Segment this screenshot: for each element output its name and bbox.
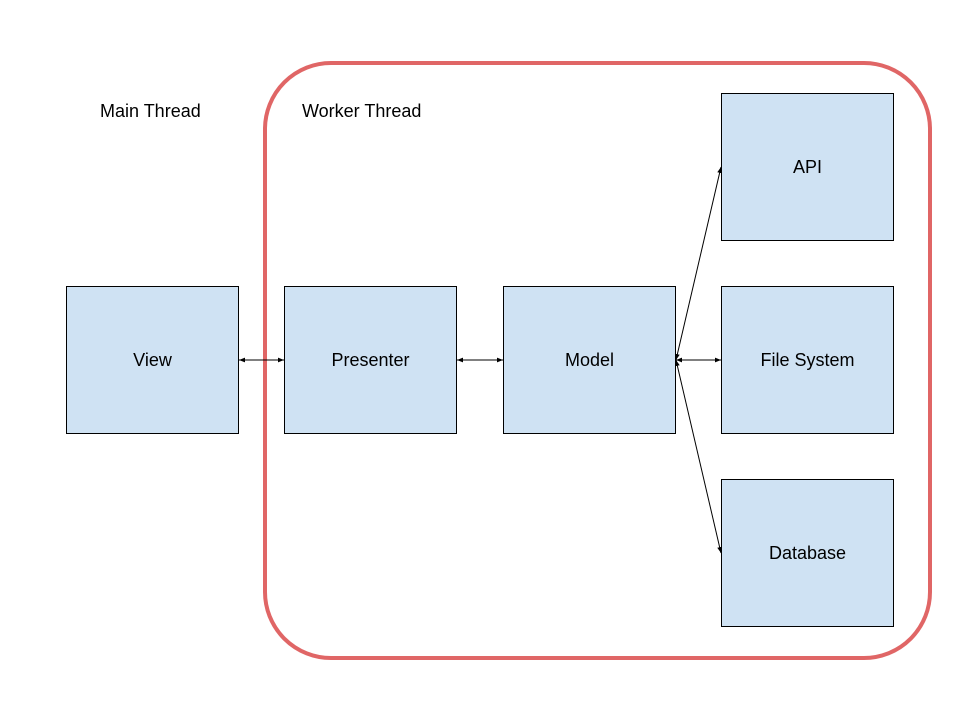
edge-model-api — [675, 166, 722, 361]
model-node: Model — [503, 286, 676, 434]
api-node: API — [721, 93, 894, 241]
view-node: View — [66, 286, 239, 434]
file-system-node: File System — [721, 286, 894, 434]
presenter-node: Presenter — [284, 286, 457, 434]
database-node: Database — [721, 479, 894, 627]
edge-model-database — [675, 359, 722, 554]
worker-thread-label: Worker Thread — [302, 101, 422, 121]
main-thread-label: Main Thread — [100, 101, 201, 121]
